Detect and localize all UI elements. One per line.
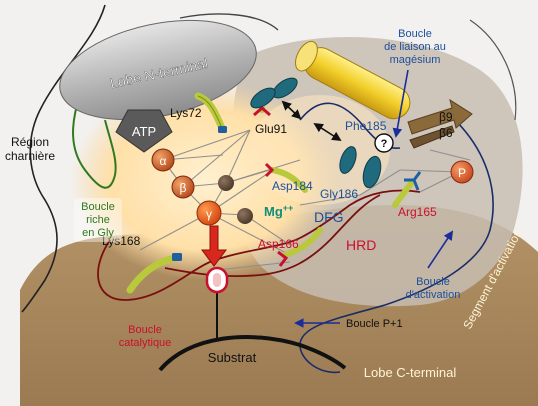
substrate-label: Substrat (208, 350, 257, 365)
gly-rich-loop (72, 94, 117, 189)
asp184-label: Asp184 (272, 179, 313, 193)
beta-phosphate (171, 175, 195, 199)
teal-blobs (250, 77, 382, 189)
beta9-label: β9 (439, 110, 453, 124)
mg-ion-2 (237, 208, 253, 224)
gamma-phosphate (196, 200, 222, 226)
substrate-target-inner (213, 273, 221, 287)
mg-label: Mg++ (264, 203, 293, 219)
arg165-label: Arg165 (398, 205, 437, 219)
gly-rich-label-2: riche (86, 214, 110, 226)
phosphate-label: P (458, 166, 466, 180)
activation-loop-arrow (427, 230, 454, 269)
asp166-stick (282, 227, 323, 258)
phe185-question: ? (381, 138, 388, 150)
p1-loop-label: Boucle P+1 (346, 318, 403, 330)
n-lobe-ellipse (59, 19, 257, 121)
asp184-fork (264, 162, 275, 178)
lys72-stick-outline (197, 95, 223, 129)
glu91-fork (253, 106, 271, 117)
lys72-label: Lys72 (170, 106, 202, 120)
mg-charge: ++ (283, 203, 294, 213)
phe185-label: Phe185 (345, 119, 387, 133)
lys72-head (218, 126, 227, 133)
hrd-label: HRD (346, 237, 376, 253)
beta-strand-arrow-2 (409, 125, 455, 149)
lys168-stick (126, 254, 179, 294)
arg165-fork (404, 171, 422, 191)
mg-ion-1 (218, 175, 234, 191)
beta6-label: β6 (439, 126, 453, 140)
dfg-label: DFG (314, 209, 344, 225)
activation-loop-label-1: Boucle (416, 276, 450, 288)
mg-symbol: Mg (264, 204, 283, 219)
mg-loop-label-1: Boucle (398, 28, 432, 40)
gly-rich-label-3: en Gly (82, 227, 114, 239)
beta-strand-arrow (407, 98, 473, 135)
catalytic-loop (97, 189, 421, 301)
mg-loop-arrow (392, 69, 409, 138)
lys168-head (172, 253, 182, 261)
hinge-label-2: charnière (5, 149, 55, 163)
asp166-fork (277, 250, 289, 267)
alpha-c-helix (295, 40, 411, 120)
beta-label: β (180, 181, 187, 195)
arg165-stick (392, 179, 415, 208)
gly-rich-label-bg (74, 198, 122, 242)
gly-rich-label-1: Boucle (81, 201, 115, 213)
transfer-arrow (201, 225, 227, 267)
activation-loop-navy (299, 119, 494, 374)
double-arrow-1 (281, 100, 302, 120)
lys168-label: Lys168 (102, 234, 141, 248)
alpha-phosphate (151, 148, 175, 172)
chain-n-lobe-right (469, 19, 517, 121)
activation-loop-label-2: d'activation (406, 289, 461, 301)
alpha-label: α (160, 154, 167, 168)
atp-shape (115, 109, 173, 153)
hinge-label-1: Région (11, 135, 49, 149)
glu91-label: Glu91 (255, 122, 287, 136)
gly186-label: Gly186 (320, 187, 358, 201)
double-arrow-2 (313, 122, 342, 142)
chain-upper (179, 13, 279, 31)
phe185-marker (374, 133, 394, 153)
substrate-curve (158, 335, 347, 372)
c-lobe-label: Lobe C-terminal (364, 365, 457, 380)
gamma-label: γ (206, 207, 212, 221)
atp-label: ATP (132, 124, 156, 139)
phosphate-ball (450, 160, 474, 184)
active-site-glow-2 (250, 95, 390, 205)
catalytic-loop-label-2: catalytique (119, 337, 172, 349)
asp184-stick (269, 167, 308, 193)
asp166-label: Asp166 (258, 237, 299, 251)
mg-loop-label-3: magésium (390, 54, 441, 66)
mg-loop-label-2: de liaison au (384, 41, 446, 53)
catalytic-loop-label-1: Boucle (128, 324, 162, 336)
